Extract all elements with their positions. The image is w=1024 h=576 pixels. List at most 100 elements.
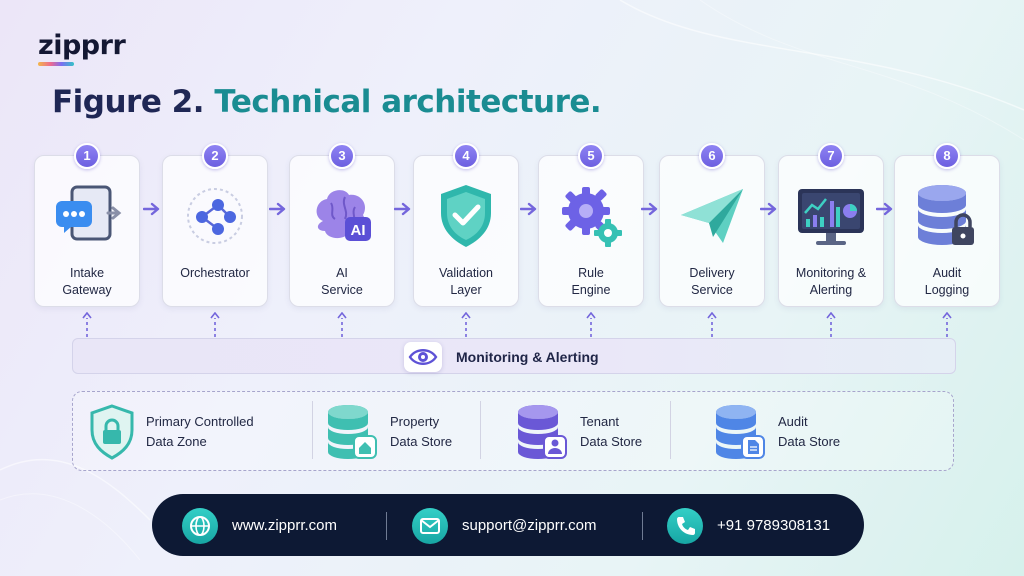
stage-label-line2: Layer <box>450 283 482 297</box>
stage-ai-service: 3 AI AI Service <box>289 143 395 307</box>
footer-phone-link[interactable]: +91 9789308131 <box>667 508 857 544</box>
zone-item-label-line1: Property <box>390 414 440 429</box>
stage-label-line2: Service <box>691 283 733 297</box>
monitoring-bar-label: Monitoring & Alerting <box>456 349 599 365</box>
svg-text:AI: AI <box>351 222 366 239</box>
footer-website-text: www.zipprr.com <box>232 517 338 534</box>
stage-audit-logging: 8 Audit Logging <box>894 143 1000 307</box>
eye-icon <box>408 349 438 365</box>
monitoring-connector <box>337 312 347 337</box>
stage-label-line1: Monitoring & <box>795 266 867 280</box>
stage-label-line1: Intake <box>69 266 105 280</box>
zone-item-label: Tenant Data Store <box>580 412 642 452</box>
stage-label-line2: Alerting <box>809 283 853 297</box>
zone-item-label: Audit Data Store <box>778 412 840 452</box>
ai-brain-icon: AI <box>316 190 371 241</box>
shield-lock-icon <box>90 404 134 460</box>
logo-underline <box>38 62 74 66</box>
monitoring-icon-box <box>404 342 442 372</box>
stage-delivery-service: 6 Delivery Service <box>659 143 765 307</box>
zone-item-property-store: Property Data Store <box>324 400 474 462</box>
stage-label-line2: Gateway <box>62 283 112 297</box>
stage-label-line1: AI <box>336 266 348 280</box>
stage-validation-layer: 4 Validation Layer <box>413 143 519 307</box>
stage-rule-engine: 5 Rule Engine <box>538 143 644 307</box>
stage-label: Intake Gateway <box>34 265 140 299</box>
stage-label: Monitoring & Alerting <box>778 265 884 299</box>
zone-item-label-line2: Data Store <box>778 434 841 449</box>
mail-icon <box>412 508 448 544</box>
flow-arrow <box>520 202 537 216</box>
stage-number-badge: 1 <box>74 143 100 169</box>
figure-title: Figure 2. Technical architecture. <box>52 84 602 120</box>
stage-intake-gateway: 1 Intake Gateway <box>34 143 140 307</box>
zone-item-primary-controlled: Primary Controlled Data Zone <box>88 400 308 462</box>
stage-number-badge: 8 <box>934 143 960 169</box>
zone-item-label-line1: Tenant <box>580 414 620 429</box>
flow-arrow <box>876 202 893 216</box>
zone-divider <box>480 401 481 459</box>
stage-label: Orchestrator <box>162 265 268 282</box>
gears-icon <box>562 187 622 247</box>
chat-gateway-icon <box>56 185 122 241</box>
globe-icon <box>182 508 218 544</box>
figure-title-main: Technical architecture. <box>214 84 602 120</box>
footer-email-link[interactable]: support@zipprr.com <box>412 508 632 544</box>
footer-website-link[interactable]: www.zipprr.com <box>182 508 372 544</box>
contact-footer <box>152 494 864 556</box>
database-document-icon <box>716 405 765 459</box>
zone-item-label: Primary Controlled Data Zone <box>146 412 254 452</box>
flow-arrow <box>143 202 160 216</box>
monitoring-connector <box>942 312 952 337</box>
stage-number-badge: 4 <box>453 143 479 169</box>
stage-number-badge: 6 <box>699 143 725 169</box>
data-zone <box>72 391 954 471</box>
zone-divider <box>670 401 671 459</box>
phone-icon <box>667 508 703 544</box>
stage-number-badge: 5 <box>578 143 604 169</box>
flow-arrow <box>641 202 658 216</box>
footer-phone-text: +91 9789308131 <box>717 517 831 534</box>
figure-title-prefix: Figure 2. <box>52 84 205 120</box>
shield-check-icon <box>441 185 491 247</box>
monitoring-connector <box>461 312 471 337</box>
stage-label-line2: Service <box>321 283 363 297</box>
flow-arrow <box>269 202 286 216</box>
zone-item-tenant-store: Tenant Data Store <box>514 400 664 462</box>
stage-number-badge: 7 <box>818 143 844 169</box>
flow-arrow <box>760 202 777 216</box>
stage-label: Rule Engine <box>538 265 644 299</box>
stage-label-line2: Engine <box>571 283 611 297</box>
stage-monitoring-alerting: 7 Monitoring & Alerting <box>778 143 884 307</box>
stage-label: Audit Logging <box>894 265 1000 299</box>
monitoring-connector <box>586 312 596 337</box>
monitoring-connector <box>210 312 220 337</box>
stage-label-line1: Rule <box>578 266 604 280</box>
database-user-icon <box>518 405 567 459</box>
network-nodes-icon <box>187 188 243 244</box>
stage-number-badge: 3 <box>329 143 355 169</box>
monitoring-connector <box>82 312 92 337</box>
stage-label-line2: Logging <box>924 283 970 297</box>
logo-wordmark: zipprr <box>38 30 126 61</box>
stage-label-line1: Validation <box>439 266 493 280</box>
database-home-icon <box>328 405 377 459</box>
stage-orchestrator: 2 Orchestrator <box>162 143 268 307</box>
footer-divider <box>386 512 387 540</box>
stage-number-badge: 2 <box>202 143 228 169</box>
zone-item-label-line2: Data Store <box>580 434 643 449</box>
flow-arrow <box>394 202 411 216</box>
footer-email-text: support@zipprr.com <box>462 517 597 534</box>
dashboard-monitor-icon <box>798 189 864 245</box>
stage-card <box>538 155 644 307</box>
monitoring-connector <box>707 312 717 337</box>
stage-label: Validation Layer <box>413 265 519 299</box>
zone-item-label-line1: Audit <box>778 414 808 429</box>
stage-card <box>894 155 1000 307</box>
database-lock-icon <box>918 185 974 245</box>
stage-label: Delivery Service <box>659 265 765 299</box>
footer-divider <box>642 512 643 540</box>
stage-label-line1: Orchestrator <box>180 266 250 280</box>
zone-item-label-line2: Data Store <box>390 434 453 449</box>
brand-logo[interactable]: zipprr <box>38 30 126 66</box>
